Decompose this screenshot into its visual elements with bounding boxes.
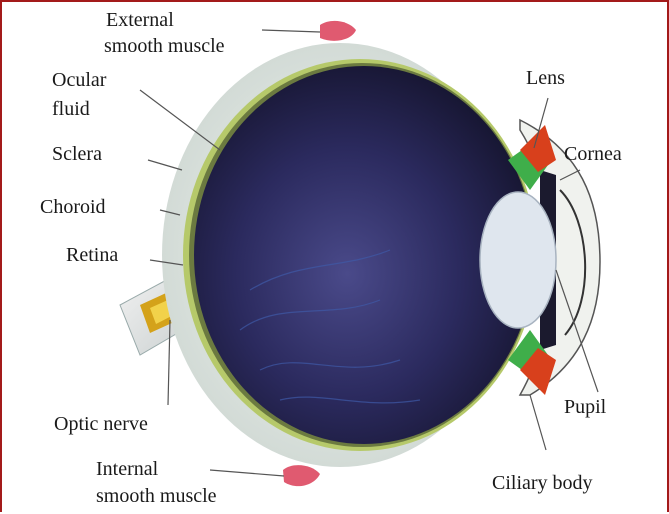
- label-ocular-fluid-line2: fluid: [52, 98, 90, 120]
- label-ocular-fluid-line1: Ocular: [52, 69, 107, 91]
- external-muscle: [320, 21, 356, 41]
- label-external-muscle-line2: smooth muscle: [104, 35, 225, 57]
- internal-muscle: [283, 465, 320, 486]
- label-cornea: Cornea: [564, 143, 622, 165]
- label-retina: Retina: [66, 244, 118, 266]
- label-sclera: Sclera: [52, 143, 102, 165]
- label-lens: Lens: [526, 67, 565, 89]
- label-choroid: Choroid: [40, 196, 106, 218]
- label-ciliary-body: Ciliary body: [492, 472, 593, 494]
- label-optic-nerve: Optic nerve: [54, 413, 148, 435]
- label-internal-muscle-line1: Internal: [96, 458, 159, 480]
- label-pupil: Pupil: [564, 396, 607, 418]
- label-external-muscle-line1: External: [106, 9, 174, 31]
- label-internal-muscle-line2: smooth muscle: [96, 485, 217, 507]
- lens: [480, 192, 556, 328]
